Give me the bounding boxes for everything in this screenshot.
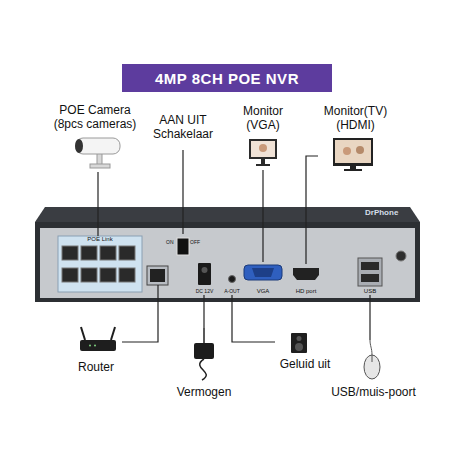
monitor-frame — [249, 139, 277, 159]
usb-slot — [361, 262, 379, 270]
poe-port — [119, 246, 135, 260]
device-label: Monitor(TV) (HDMI) — [318, 105, 393, 133]
lan-port — [147, 266, 168, 285]
port-box: POE Link — [58, 236, 142, 292]
speaker-cone — [295, 343, 303, 351]
device-label: Monitor (VGA) — [238, 105, 288, 133]
device-box: Monitor (VGA) — [238, 105, 288, 170]
leader-line — [182, 150, 183, 234]
tv-picture — [356, 146, 364, 154]
tv-base — [344, 169, 362, 171]
port-label: DC 12V — [196, 289, 214, 295]
router-led — [89, 345, 91, 347]
usb-port — [358, 258, 382, 286]
poe-port — [62, 268, 78, 282]
lan-port-socket — [150, 269, 165, 282]
monitor-base — [256, 164, 270, 166]
port-box: A-OUT — [222, 272, 242, 295]
tv-stand — [350, 166, 356, 169]
monitor-stand — [261, 159, 265, 164]
camera-lens — [75, 139, 83, 153]
device-label: Router — [78, 361, 114, 375]
port-box: USB — [355, 256, 385, 295]
title-banner: 4MP 8CH POE NVR — [122, 64, 332, 92]
poe-port — [100, 246, 116, 260]
power-adapter — [194, 343, 214, 359]
dc-jack-hole — [202, 267, 208, 273]
leader-line — [122, 302, 158, 342]
device-label: USB/muis-poort — [331, 386, 416, 400]
device-label: AAN UIT Schakelaar — [151, 114, 215, 142]
leader-line — [157, 285, 158, 302]
tv-screen — [335, 140, 371, 163]
leader-line — [232, 295, 275, 342]
device-label: Vermogen — [177, 386, 232, 400]
router-antenna — [81, 327, 85, 340]
port-label: A-OUT — [224, 289, 240, 295]
device-box: DrPhonePOE LinkONOFFDC 12VA-OUTVGAHD por… — [35, 222, 420, 302]
device-label: Geluid uit — [280, 358, 331, 372]
camera-base — [90, 164, 110, 168]
monitor-screen — [251, 141, 275, 157]
port-label: POE Link — [87, 236, 112, 243]
ground-screw — [396, 251, 406, 261]
adapter-cable — [200, 359, 207, 380]
router-led — [94, 345, 96, 347]
port-box: ON OFF — [166, 234, 200, 258]
mouse-cable — [370, 340, 372, 355]
device-box: Router — [70, 325, 122, 375]
leader-line — [97, 172, 98, 236]
device-label: POE Camera (8pcs cameras) — [50, 104, 140, 132]
nvr-back-panel — [40, 228, 415, 298]
port-box: VGA — [241, 262, 285, 295]
speaker-cone — [297, 336, 302, 341]
power-switch — [177, 238, 189, 255]
device-box: Monitor(TV) (HDMI) — [318, 105, 393, 176]
monitor-picture — [259, 144, 267, 152]
poe-port — [62, 246, 78, 260]
poe-port — [81, 246, 97, 260]
device-box: POE Camera (8pcs cameras) — [50, 104, 140, 172]
leader-line — [203, 295, 204, 328]
camera-body — [76, 138, 120, 154]
leader-line — [262, 170, 263, 262]
dc-jack — [198, 263, 211, 285]
adapter-cable — [203, 328, 205, 343]
vga-socket — [252, 268, 274, 277]
nvr-top — [35, 207, 420, 222]
port-label: HD port — [296, 288, 317, 295]
mouse-button-split — [372, 355, 373, 362]
device-box: AAN UIT Schakelaar — [151, 114, 215, 150]
device-box: USB/muis-poort — [322, 340, 425, 400]
router-body — [80, 340, 116, 351]
mouse-body — [364, 355, 380, 379]
port-label: DrPhone — [365, 208, 398, 217]
poe-port — [119, 268, 135, 282]
vga-port — [244, 265, 282, 280]
tv-picture — [343, 147, 351, 155]
hdmi-port — [293, 268, 319, 280]
poe-port — [81, 268, 97, 282]
port-label: OFF — [190, 240, 200, 246]
router-antenna — [111, 327, 115, 340]
poe-port — [100, 268, 116, 282]
tv-frame — [333, 138, 373, 166]
port-box: HD port — [290, 264, 322, 295]
poe-port-block — [58, 236, 142, 292]
port-box: DC 12V — [195, 260, 214, 295]
speaker-body — [291, 333, 307, 353]
leader-line — [306, 156, 318, 264]
device-box: Geluid uit — [275, 330, 335, 372]
device-box: Vermogen — [174, 328, 234, 400]
port-label: ON — [166, 240, 174, 246]
usb-slot — [361, 274, 379, 282]
audio-jack — [229, 276, 236, 283]
nvr-frame — [35, 222, 420, 302]
leader-line — [369, 295, 370, 340]
port-label: USB — [364, 288, 376, 295]
port-label: VGA — [257, 288, 270, 295]
